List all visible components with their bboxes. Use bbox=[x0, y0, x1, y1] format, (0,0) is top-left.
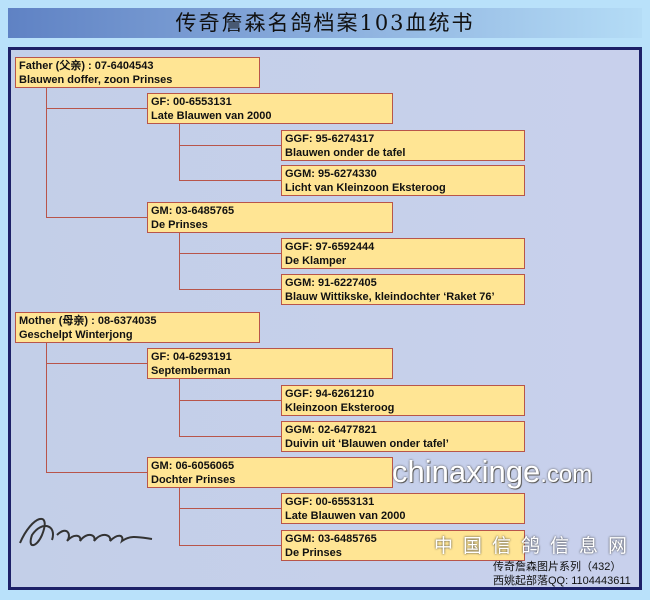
connector bbox=[46, 363, 147, 364]
pigeon-name: Kleinzoon Eksteroog bbox=[285, 402, 395, 414]
ring-id: GGF: 97-6592444 bbox=[285, 241, 375, 253]
father-gm-box: GM: 03-6485765 De Prinses bbox=[147, 202, 393, 233]
father-id: Father (父亲) : 07-6404543 bbox=[19, 60, 154, 72]
credit-label: 西姚起部落QQ: 1104443611 bbox=[493, 575, 631, 587]
ring-id: GGM: 91-6227405 bbox=[285, 277, 377, 289]
connector bbox=[179, 124, 180, 181]
ring-id: GGM: 95-6274330 bbox=[285, 168, 377, 180]
page-title: 传奇詹森名鸽档案103血统书 bbox=[8, 8, 642, 38]
connector bbox=[46, 88, 47, 218]
ring-id: GGF: 00-6553131 bbox=[285, 496, 375, 508]
connector bbox=[46, 343, 47, 473]
connector bbox=[179, 289, 281, 290]
connector bbox=[46, 472, 147, 473]
mother-gm-ggm-box: GGM: 03-6485765 De Prinses bbox=[281, 530, 525, 561]
connector bbox=[179, 508, 281, 509]
ring-id: GF: 00-6553131 bbox=[151, 96, 232, 108]
connector bbox=[46, 217, 147, 218]
pigeon-name: Licht van Kleinzoon Eksteroog bbox=[285, 182, 446, 194]
watermark-logo: chinaxinge.com bbox=[392, 455, 592, 492]
ring-id: GGM: 03-6485765 bbox=[285, 533, 377, 545]
mother-id: Mother (母亲) : 08-6374035 bbox=[19, 315, 157, 327]
connector bbox=[179, 253, 281, 254]
father-name: Blauwen doffer, zoon Prinses bbox=[19, 74, 173, 86]
pigeon-name: Duivin uit ‘Blauwen onder tafel’ bbox=[285, 438, 449, 450]
ring-id: GGM: 02-6477821 bbox=[285, 424, 377, 436]
signature-image bbox=[19, 517, 153, 547]
ring-id: GGF: 94-6261210 bbox=[285, 388, 375, 400]
pigeon-name: De Prinses bbox=[285, 547, 342, 559]
connector bbox=[179, 379, 180, 436]
connector bbox=[179, 233, 180, 290]
ring-id: GM: 03-6485765 bbox=[151, 205, 235, 217]
ring-id: GM: 06-6056065 bbox=[151, 460, 235, 472]
connector bbox=[179, 545, 281, 546]
ring-id: GF: 04-6293191 bbox=[151, 351, 232, 363]
pigeon-name: De Klamper bbox=[285, 255, 347, 267]
connector bbox=[46, 108, 147, 109]
pigeon-name: Late Blauwen van 2000 bbox=[151, 110, 272, 122]
connector bbox=[179, 436, 281, 437]
pigeon-name: Blauwen onder de tafel bbox=[285, 147, 406, 159]
connector bbox=[179, 180, 281, 181]
mother-name: Geschelpt Winterjong bbox=[19, 329, 133, 341]
series-label: 传奇詹森图片系列（432） bbox=[493, 561, 622, 573]
connector bbox=[179, 145, 281, 146]
father-gm-ggf-box: GGF: 97-6592444 De Klamper bbox=[281, 238, 525, 269]
connector bbox=[179, 488, 180, 545]
watermark-cn: 中国信鸽信息网 bbox=[434, 536, 638, 557]
pigeon-name: De Prinses bbox=[151, 219, 208, 231]
pigeon-name: Dochter Prinses bbox=[151, 474, 236, 486]
pigeon-name: Late Blauwen van 2000 bbox=[285, 510, 406, 522]
ring-id: GGF: 95-6274317 bbox=[285, 133, 375, 145]
pigeon-name: Blauw Wittikske, kleindochter ‘Raket 76’ bbox=[285, 291, 495, 303]
watermark-tld: .com bbox=[540, 461, 593, 488]
pigeon-name: Septemberman bbox=[151, 365, 231, 377]
watermark-site: chinaxinge bbox=[392, 454, 541, 489]
connector bbox=[179, 400, 281, 401]
